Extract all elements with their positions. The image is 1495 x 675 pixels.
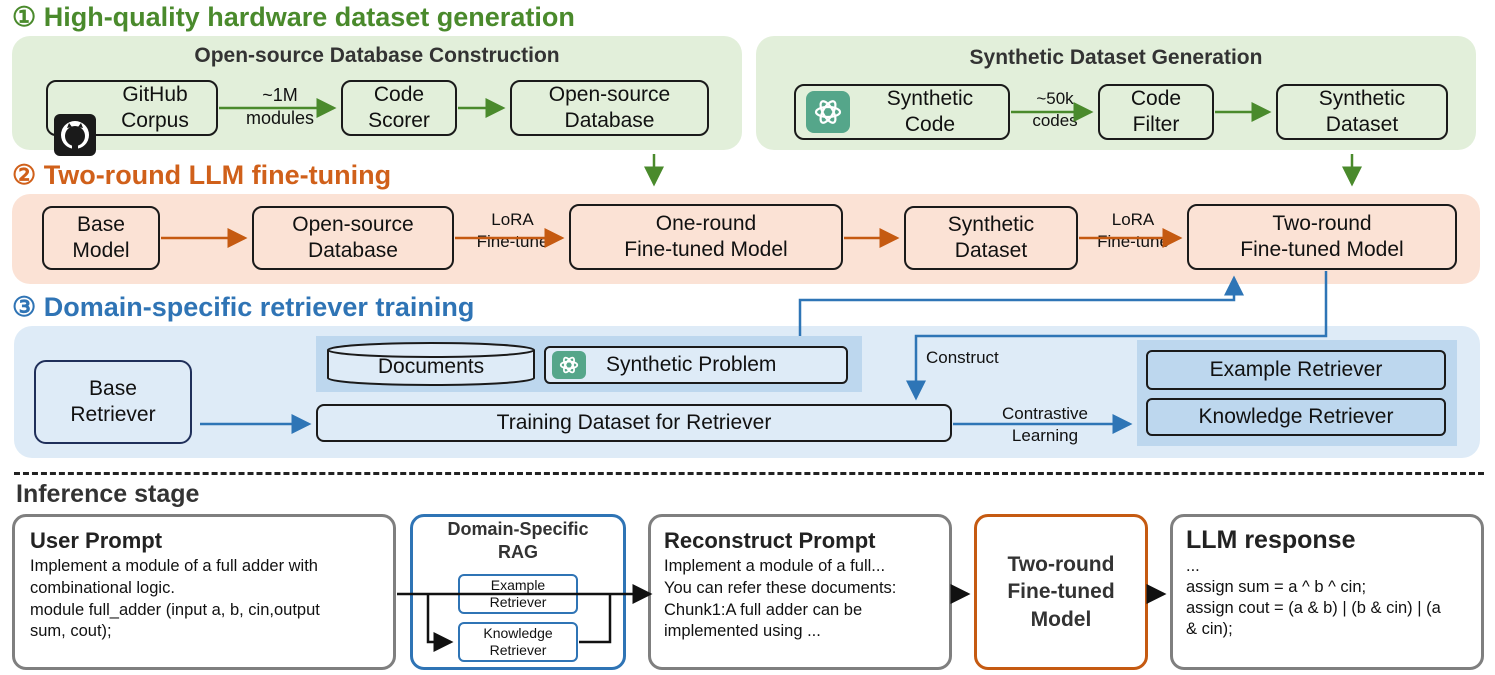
github-icon <box>54 88 96 164</box>
construct-label: Construct <box>926 348 999 367</box>
inference-title: Inference stage <box>16 480 200 508</box>
user-prompt-box <box>12 514 396 670</box>
github-corpus-label: GitHub Corpus <box>121 82 189 132</box>
open-source-heading: Open-source Database Construction <box>194 44 560 67</box>
rag-title: Domain-Specific RAG <box>447 519 589 562</box>
openai-icon <box>552 351 586 379</box>
knowledge-retriever-box: Knowledge Retriever <box>1146 398 1446 436</box>
user-prompt-line: Implement a module of a full adder with <box>30 557 318 575</box>
user-prompt-line: sum, cout); <box>30 622 112 641</box>
openai-icon <box>806 91 850 133</box>
reconstruct-line: implemented using ... <box>664 622 821 641</box>
user-prompt-line: combinational logic. <box>30 578 175 597</box>
synthetic-heading: Synthetic Dataset Generation <box>969 46 1263 69</box>
reconstruct-line: You can refer these documents: <box>664 578 897 597</box>
reconstruct-line: Chunk1:A full adder can be <box>664 600 863 619</box>
synthetic-code-box: Synthetic Code <box>794 84 1010 140</box>
open-source-panel <box>12 36 742 150</box>
stage2-title: ② Two-round LLM fine-tuning <box>12 160 392 190</box>
user-prompt-title: User Prompt <box>30 528 163 553</box>
two-round-model-box: Two-round Fine-tuned Model <box>1187 204 1457 270</box>
reconstruct-prompt-text: Implement a module of a full... You can … <box>664 556 896 643</box>
llm-response-box <box>1170 514 1484 670</box>
rag-example-retriever: Example Retriever <box>458 574 578 614</box>
response-line: assign cout = (a & b) | (b & cin) | (a <box>1186 599 1441 618</box>
model-box: Two-round Fine-tuned Model <box>974 514 1148 670</box>
lora-finetune-label-1: LoRA Fine-tune <box>476 210 549 252</box>
open-source-database-box: Open-source Database <box>510 80 709 136</box>
synthetic-code-label: Synthetic Code <box>886 86 974 136</box>
lora-finetune-label-2: LoRA Fine-tune <box>1097 210 1169 252</box>
example-retriever-box: Example Retriever <box>1146 350 1446 390</box>
synthetic-problem-label: Synthetic Problem <box>606 352 777 376</box>
reconstruct-prompt-title: Reconstruct Prompt <box>664 528 876 553</box>
contrastive-learning-label: Contrastive Learning <box>1002 404 1088 446</box>
modules-edge-label: ~1M modules <box>245 85 315 129</box>
rag-knowledge-retriever: Knowledge Retriever <box>458 622 578 662</box>
synthetic-problem-box: Synthetic Problem <box>544 346 848 384</box>
training-dataset-box: Training Dataset for Retriever <box>316 404 952 442</box>
database-icon <box>327 342 535 386</box>
response-line: assign sum = a ^ b ^ cin; <box>1186 578 1367 597</box>
reconstruct-line: Implement a module of a full... <box>664 557 886 575</box>
response-line: & cin); <box>1186 620 1233 639</box>
documents-label: Documents <box>377 355 485 378</box>
stage-divider <box>14 472 1484 475</box>
stage3-title: ③ Domain-specific retriever training <box>12 292 475 322</box>
codes-edge-label: ~50k codes <box>1032 89 1078 131</box>
github-corpus-box: GitHub Corpus <box>46 80 218 157</box>
synthetic-dataset-box: Synthetic Dataset <box>1276 84 1448 140</box>
user-prompt-text: Implement a module of a full adder with … <box>30 556 320 643</box>
synthetic-panel <box>756 36 1476 150</box>
one-round-model-box: One-round Fine-tuned Model <box>569 204 843 270</box>
response-line: ... <box>1186 557 1200 575</box>
user-prompt-line: module full_adder (input a, b, cin,outpu… <box>30 600 320 619</box>
model-title: Two-round Fine-tuned Model <box>1007 553 1115 631</box>
llm-response-title: LLM response <box>1186 526 1356 554</box>
stage1-title: ① High-quality hardware dataset generati… <box>12 2 575 32</box>
base-retriever-box: Base Retriever <box>34 360 192 444</box>
llm-response-text: ... assign sum = a ^ b ^ cin; assign cou… <box>1186 556 1441 640</box>
code-filter-box: Code Filter <box>1098 84 1214 140</box>
synthetic-dataset-ft-box: Synthetic Dataset <box>904 206 1078 270</box>
code-scorer-box: Code Scorer <box>341 80 457 136</box>
base-model-box: Base Model <box>42 206 160 270</box>
open-source-db-box: Open-source Database <box>252 206 454 270</box>
